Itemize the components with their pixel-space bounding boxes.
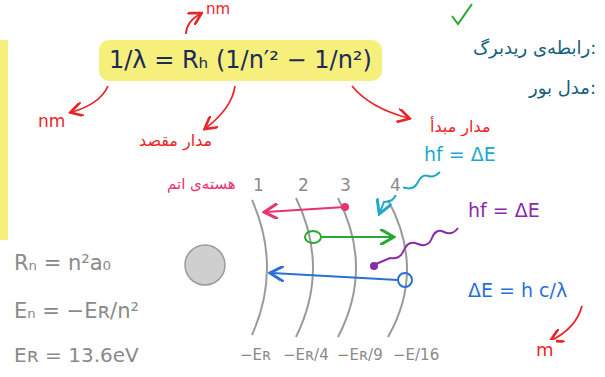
pointer-arrow (72, 86, 108, 112)
pointer-arrow (352, 86, 408, 118)
orbit (252, 200, 267, 335)
orbit-energy: −Eʀ/4 (281, 347, 331, 364)
unit-note: nm (36, 112, 67, 131)
unit-note: m (534, 340, 556, 360)
energy-equation: ΔE = h c/λ (466, 280, 569, 301)
orbit-note: مدار مبدأ (428, 118, 492, 136)
orbit (388, 200, 407, 337)
pointer-arrow (206, 86, 235, 128)
transition-arrow (266, 207, 345, 212)
heading: رابطه‌ی ریدبرگ: (471, 38, 598, 58)
red-pointers (72, 14, 582, 340)
unit-note: nm (204, 1, 232, 18)
highlight-band (0, 40, 8, 240)
transition-arrow (272, 273, 398, 280)
orbit-number: 2 (296, 176, 311, 195)
rydberg-energy: Eʀ = 13.6eV (12, 344, 141, 366)
orbit-energy: −Eʀ/9 (335, 347, 385, 364)
orbit-number: 4 (388, 176, 403, 195)
pointer-arrow (552, 306, 582, 340)
photon-wave (380, 172, 440, 212)
nucleus (185, 245, 225, 285)
highlighted-formula: 1/λ = Rₕ (1/n′² − 1/n²) (99, 40, 382, 81)
transition-arrow (321, 236, 392, 238)
photon-equation: hf = ΔE (422, 144, 498, 165)
orbit-number: 1 (251, 176, 266, 195)
heading: مدل بور: (527, 78, 598, 98)
orbit (338, 198, 356, 337)
electron-ring (305, 231, 321, 243)
orbit-note: مدار مقصد (137, 132, 214, 150)
rydberg-formula: 1/λ = Rₕ (1/n′² − 1/n²) (109, 46, 372, 75)
orbit-energy: −Eʀ (238, 347, 273, 364)
orbits (252, 198, 407, 337)
orbit-number: 3 (338, 176, 353, 195)
electron-dot (370, 262, 378, 270)
photon-wave (376, 228, 458, 264)
nucleus-label: هسته‌ی اتم (165, 176, 238, 193)
orbit (296, 198, 313, 337)
orbit-energy: −E/16 (391, 347, 441, 364)
photon-equation: hf = ΔE (466, 200, 542, 221)
check-mark (452, 4, 472, 24)
electron-ring (398, 273, 412, 287)
pointer-arrow (186, 14, 200, 34)
radius-formula: Rₙ = n²a₀ (12, 252, 113, 275)
energy-formula: Eₙ = −Eʀ/n² (12, 300, 141, 323)
